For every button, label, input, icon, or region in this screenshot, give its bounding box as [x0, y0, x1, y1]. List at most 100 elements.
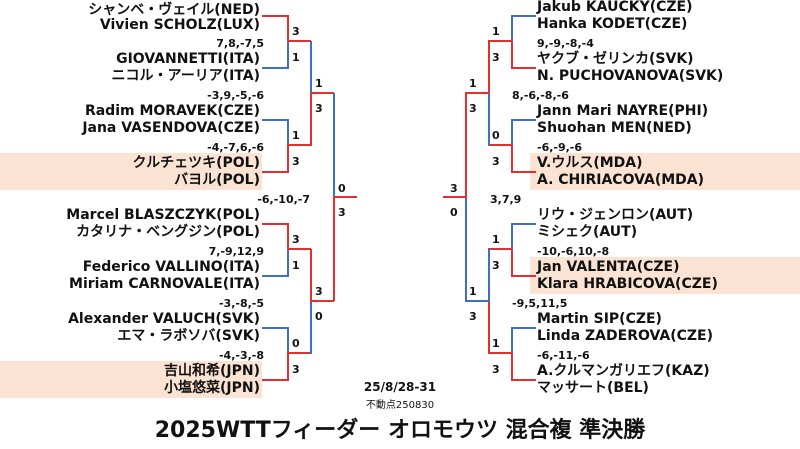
page-title: 2025WTTフィーダー オロモウツ 混合複 準決勝: [154, 418, 646, 443]
bracket-line: [511, 145, 513, 173]
left-score: -6,-10,-7: [257, 193, 310, 206]
bracket-line: [310, 300, 334, 302]
left-score: 7,-9,12,9: [208, 245, 264, 258]
bracket-line: [287, 249, 289, 277]
right-player: Linda ZADEROVA(CZE): [537, 328, 714, 344]
bracket-line: [262, 171, 288, 173]
bracket-line: [512, 15, 536, 17]
result-number: 3: [469, 310, 477, 323]
bracket-line: [512, 327, 536, 329]
bracket-line: [287, 144, 311, 146]
left-score: -4,-7,6,-6: [207, 141, 264, 154]
bracket-line: [511, 353, 513, 381]
bracket-line: [333, 93, 335, 197]
result-number: 0: [492, 129, 500, 142]
bracket-line: [512, 379, 536, 381]
bracket-line: [443, 196, 467, 198]
bracket-line: [511, 15, 513, 41]
bracket-line: [310, 301, 312, 354]
left-player: 小塩悠菜(JPN): [164, 380, 260, 396]
left-player: Miriam CARNOVALE(ITA): [69, 276, 260, 292]
result-number: 3: [492, 363, 500, 376]
bracket-line: [512, 67, 536, 69]
left-player: Alexander VALUCH(SVK): [68, 311, 260, 327]
right-player: A.クルマンガリエフ(KAZ): [537, 363, 710, 379]
bracket-line: [465, 197, 467, 301]
result-number: 0: [315, 310, 323, 323]
result-number: 0: [450, 206, 458, 219]
result-number: 1: [292, 259, 300, 272]
left-player: Jana VASENDOVA(CZE): [82, 120, 260, 136]
right-player: V.ウルス(MDA): [537, 155, 643, 171]
result-number: 1: [315, 77, 323, 90]
right-player: Klara HRABICOVA(CZE): [537, 276, 718, 292]
bracket-line: [287, 15, 289, 41]
left-player: 吉山和希(JPN): [164, 363, 260, 379]
result-number: 1: [492, 233, 500, 246]
right-score: -9,5,11,5: [512, 297, 568, 310]
bracket-line: [287, 41, 289, 69]
bracket-line: [333, 197, 335, 301]
bracket-line: [262, 275, 288, 277]
result-number: 3: [292, 233, 300, 246]
result-number: 1: [292, 51, 300, 64]
left-score: -3,9,-5,-6: [207, 89, 264, 102]
left-player: カタリナ・ベングジン(POL): [76, 224, 260, 240]
bracket-line: [262, 15, 288, 17]
left-player: クルチェツキ(POL): [132, 155, 260, 171]
right-score: -10,-6,10,-8: [537, 245, 610, 258]
right-player: Shuohan MEN(NED): [537, 120, 692, 136]
bracket-line: [310, 41, 312, 93]
right-player: リウ・ジェンロン(AUT): [537, 207, 694, 223]
right-player: Jann Mari NAYRE(PHI): [537, 103, 709, 119]
bracket-line: [512, 119, 536, 121]
left-player: シャンベ・ヴェイル(NED): [88, 2, 260, 18]
bracket-line: [465, 300, 489, 302]
left-score: -3,-8,-5: [218, 297, 264, 310]
left-player: GIOVANNETTI(ITA): [116, 51, 260, 67]
bracket-line: [511, 41, 513, 69]
right-player: Jakub KAUCKY(CZE): [537, 0, 693, 15]
bracket-line: [262, 327, 288, 329]
left-player: ニコル・アーリア(ITA): [111, 68, 260, 84]
bracket-line: [488, 40, 512, 42]
result-number: 0: [292, 337, 300, 350]
bracket-line: [512, 275, 536, 277]
result-number: 3: [469, 102, 477, 115]
bracket-line: [465, 92, 489, 94]
right-score: 8,-6,-8,-6: [512, 89, 569, 102]
bracket-line: [488, 352, 512, 354]
bracket-line: [262, 379, 288, 381]
right-player: ヤクブ・ゼリンカ(SVK): [537, 51, 694, 67]
left-score: -4,-3,-8: [218, 349, 264, 362]
left-player: エマ・ラボソバ(SVK): [117, 328, 260, 344]
bracket-line: [310, 92, 334, 94]
right-player: A. CHIRIACOVA(MDA): [537, 172, 705, 188]
result-number: 3: [292, 363, 300, 376]
result-number: 3: [492, 155, 500, 168]
source-note: 不動点250830: [365, 400, 435, 411]
bracket-line: [488, 301, 490, 354]
highlight-jpn-pair: [0, 361, 262, 398]
bracket-line: [287, 119, 289, 145]
result-number: 3: [492, 259, 500, 272]
right-score: -6,-9,-6: [537, 141, 583, 154]
right-score: -6,-11,-6: [537, 349, 590, 362]
bracket-line: [262, 67, 288, 69]
result-number: 3: [450, 182, 458, 195]
bracket-line: [488, 144, 512, 146]
right-player: マッサート(BEL): [537, 380, 649, 396]
right-player: Martin SIP(CZE): [537, 311, 662, 327]
result-number: 3: [292, 155, 300, 168]
left-score: 7,8,-7,5: [216, 37, 264, 50]
bracket-line: [511, 223, 513, 249]
result-number: 3: [315, 285, 323, 298]
bracket-line: [287, 145, 289, 173]
bracket-line: [511, 327, 513, 353]
result-number: 3: [338, 206, 346, 219]
right-score: 9,-9,-8,-4: [537, 37, 594, 50]
bracket-line: [465, 93, 467, 197]
bracket-line: [287, 248, 311, 250]
result-number: 3: [492, 51, 500, 64]
bracket-line: [287, 40, 311, 42]
